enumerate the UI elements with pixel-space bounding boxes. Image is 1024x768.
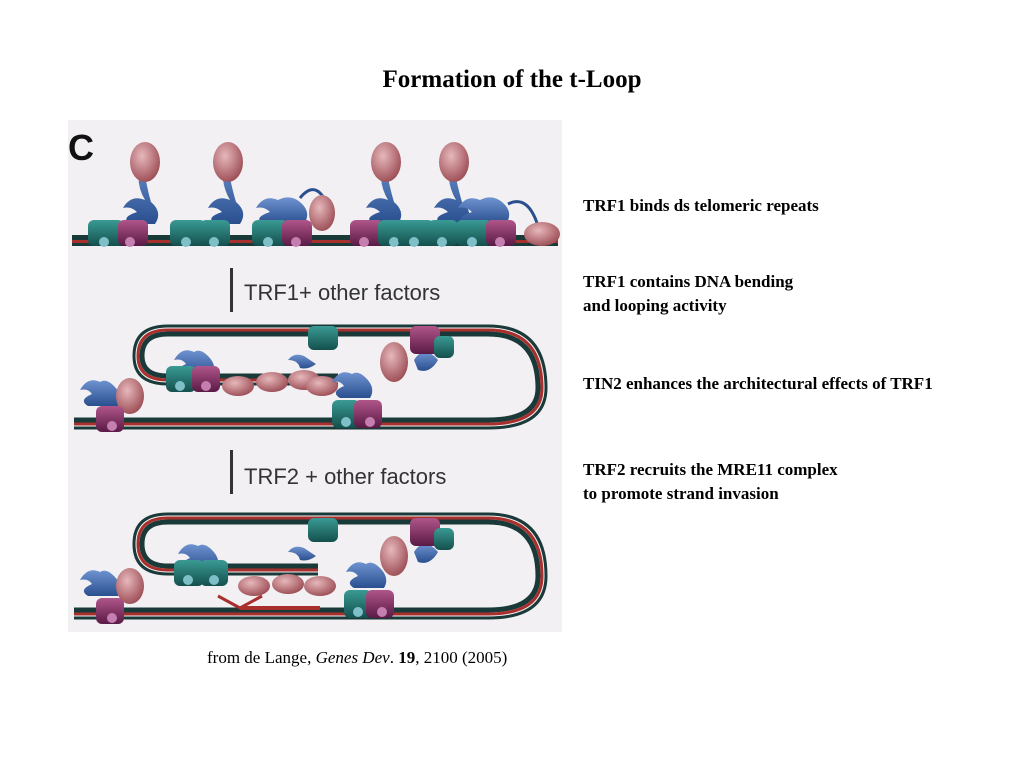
note-line: and looping activity <box>583 296 727 315</box>
row-loop-trf1 <box>74 324 548 432</box>
note-line: TRF1 contains DNA bending <box>583 272 794 291</box>
t-loop-diagram: C <box>68 127 560 624</box>
step1-label: TRF1+ other factors <box>244 280 440 305</box>
caption-dot: . <box>389 648 399 667</box>
row-linear-dna <box>72 235 558 246</box>
note-trf2: TRF2 recruits the MRE11 complex to promo… <box>583 458 838 506</box>
trf1-complex-6 <box>456 197 560 247</box>
trf1-complex-2 <box>170 142 244 247</box>
trf1-complex-1 <box>88 142 160 247</box>
note-trf1-bending: TRF1 contains DNA bending and looping ac… <box>583 270 793 318</box>
figure-caption: from de Lange, Genes Dev. 19, 2100 (2005… <box>207 648 507 668</box>
caption-rest: , 2100 (2005) <box>415 648 508 667</box>
note-line: TIN2 enhances the architectural effects … <box>583 374 933 393</box>
trf1-complex-3 <box>252 188 335 247</box>
slide-title: Formation of the t-Loop <box>382 66 642 93</box>
panel-letter: C <box>68 127 94 168</box>
row-t-loop <box>74 512 548 624</box>
caption-volume: 19 <box>398 648 416 667</box>
note-tin2: TIN2 enhances the architectural effects … <box>583 372 933 396</box>
step2-arrow-bar <box>230 450 233 494</box>
step2-label: TRF2 + other factors <box>244 464 446 489</box>
note-trf1-binds: TRF1 binds ds telomeric repeats <box>583 194 819 218</box>
note-line: TRF2 recruits the MRE11 complex <box>583 460 838 479</box>
note-line: TRF1 binds ds telomeric repeats <box>583 196 819 215</box>
caption-prefix: from de Lange, <box>207 648 316 667</box>
note-line: to promote strand invasion <box>583 484 779 503</box>
t-loop-figure: C <box>68 120 562 632</box>
caption-journal: Genes Dev <box>315 648 390 667</box>
step1-arrow-bar <box>230 268 233 312</box>
